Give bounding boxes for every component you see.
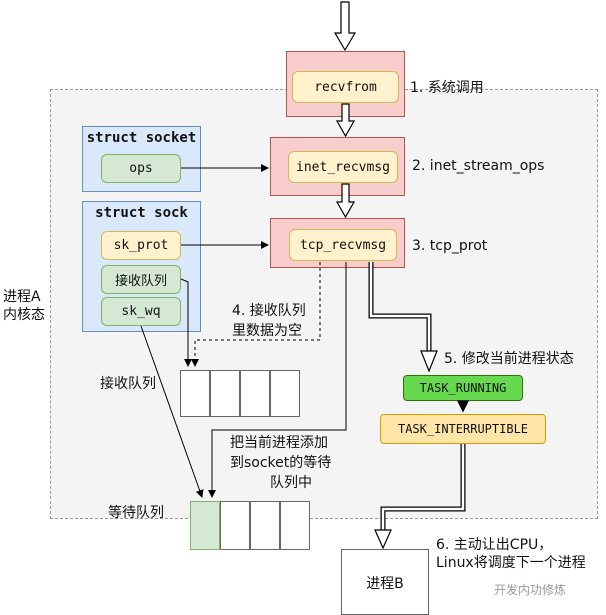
task-interruptible-state: TASK_INTERRUPTIBLE: [380, 414, 546, 444]
sk-prot-field: sk_prot: [101, 231, 181, 260]
watermark-text: 开发内功修炼: [494, 583, 567, 597]
receive-queue-field: 接收队列: [101, 265, 181, 294]
inet-recvmsg-function: inet_recvmsg: [288, 151, 398, 183]
state-change-arrow-inner: [369, 262, 431, 352]
wait-queue-label: 等待队列: [108, 505, 164, 521]
check-receive-queue-dashed-arrow: [191, 262, 321, 367]
struct-sock-title: struct sock: [95, 205, 188, 221]
recvfrom-function: recvfrom: [292, 71, 399, 103]
add-to-wait-queue-arrow: [208, 262, 347, 498]
step-3-label: 3. tcp_prot: [412, 238, 488, 254]
receive-queue-cell: [240, 370, 270, 417]
add-to-wait-note-line3: 队列中: [270, 475, 312, 491]
receive-queue-cell: [180, 370, 210, 417]
wait-queue-cell: [250, 501, 280, 550]
receive-queue-cell: [210, 370, 240, 417]
process-b-label: 进程B: [366, 576, 404, 592]
state-change-arrow-head: [420, 350, 438, 373]
step-6-label-line1: 6. 主动让出CPU，: [436, 537, 553, 553]
sk-wq-link: [140, 325, 204, 498]
sk-wq-field: sk_wq: [101, 297, 181, 326]
syscall-entry-arrow: [333, 1, 357, 52]
add-to-wait-note-line1: 把当前进程添加: [230, 435, 328, 451]
wait-queue-entry-process-a: [190, 501, 220, 550]
receive-queue-label: 接收队列: [100, 376, 156, 392]
struct-socket-title: struct socket: [86, 130, 197, 146]
add-to-wait-note-line2: 到socket的等待: [230, 455, 332, 471]
step-4-label-line1: 4. 接收队列: [232, 303, 306, 319]
wait-queue-cell: [280, 501, 310, 550]
process-a-label: 进程A: [3, 289, 41, 305]
receive-queue-cell: [270, 370, 300, 417]
wait-queue-cell: [220, 501, 250, 550]
step-2-label: 2. inet_stream_ops: [412, 158, 545, 174]
inet-to-tcp-arrow: [335, 183, 356, 219]
tcp-recvmsg-function: tcp_recvmsg: [289, 229, 397, 261]
step-4-label-line2: 里数据为空: [232, 323, 302, 339]
step-5-label: 5. 修改当前进程状态: [444, 351, 574, 367]
state-change-arrow-outer: [368, 262, 432, 352]
step-1-label: 1. 系统调用: [410, 80, 484, 96]
yield-cpu-arrow-inner: [381, 444, 465, 531]
socket-ops-field: ops: [101, 154, 181, 183]
yield-cpu-arrow-head: [374, 529, 392, 550]
yield-cpu-arrow-outer: [380, 444, 466, 531]
recvfrom-to-inet-arrow: [335, 103, 356, 138]
step-6-label-line2: Linux将调度下一个进程: [436, 555, 586, 571]
kernel-mode-label: 内核态: [3, 307, 45, 323]
receive-queue-link: [180, 278, 192, 367]
